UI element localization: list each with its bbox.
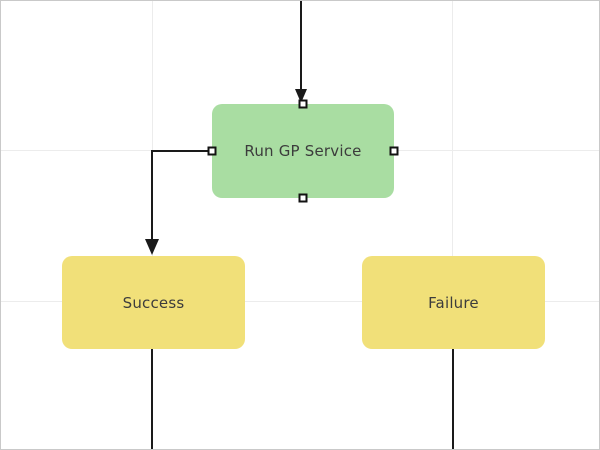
connection-handle-bottom[interactable] bbox=[298, 193, 308, 203]
node-label: Failure bbox=[428, 293, 479, 312]
node-label: Success bbox=[122, 293, 185, 312]
arrow-head-icon bbox=[295, 89, 307, 103]
edge-incoming-top[interactable] bbox=[295, 1, 307, 103]
edge-gp-to-success[interactable] bbox=[145, 150, 208, 255]
node-failure[interactable]: Failure bbox=[362, 256, 545, 349]
connection-handle-right[interactable] bbox=[389, 146, 399, 156]
connection-handle-left[interactable] bbox=[207, 146, 217, 156]
node-run-gp-service[interactable]: Run GP Service bbox=[207, 99, 399, 203]
arrow-head-icon bbox=[145, 239, 159, 255]
node-success[interactable]: Success bbox=[62, 256, 245, 349]
connection-handle-top[interactable] bbox=[298, 99, 308, 109]
node-label: Run GP Service bbox=[244, 142, 362, 160]
